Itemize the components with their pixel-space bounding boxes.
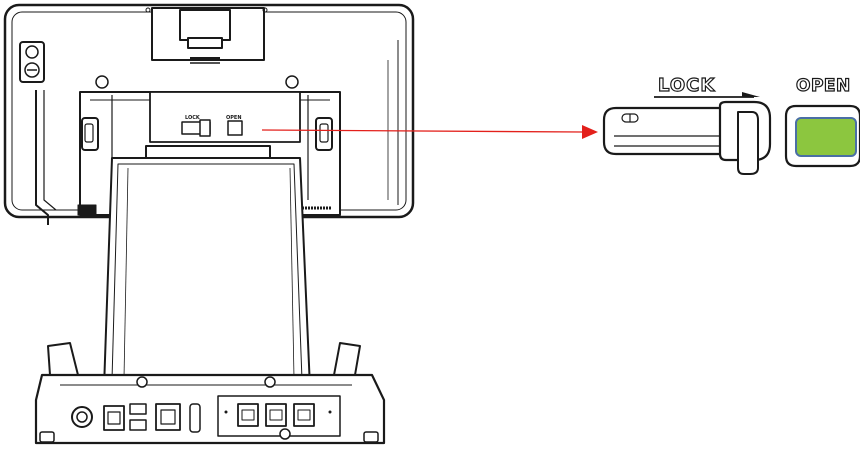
- lock-direction-arrow: [654, 92, 760, 98]
- lock-slider: [602, 100, 772, 175]
- lock-label: LOCK: [658, 75, 715, 96]
- stand-arms: [103, 157, 311, 389]
- callout-arrow: [261, 125, 598, 139]
- open-label: OPEN: [796, 76, 851, 96]
- lock-label-small: LOCK: [185, 115, 201, 121]
- lock-detail-enlarged: [602, 92, 860, 175]
- open-button: [784, 104, 860, 168]
- base-unit: [34, 342, 386, 445]
- pos-terminal-rear-view: LOCK OPEN: [3, 3, 415, 445]
- open-label-small: OPEN: [226, 115, 242, 121]
